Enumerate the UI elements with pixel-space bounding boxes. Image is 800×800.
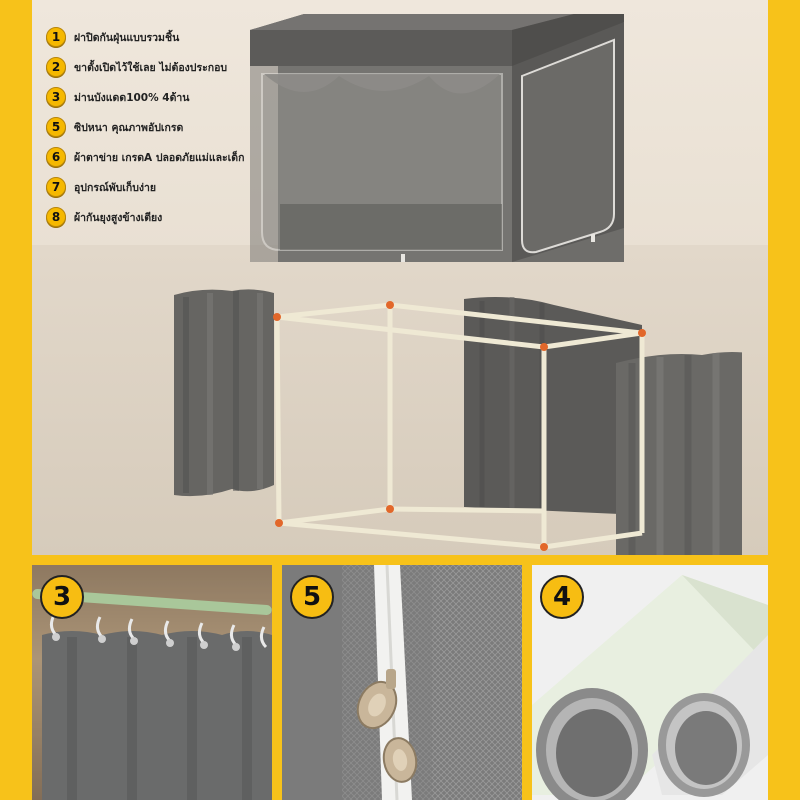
detail-panel-zipper: 5 (282, 565, 522, 800)
feature-item: 3 ม่านบังแดด100% 4ด้าน (46, 84, 261, 110)
number-badge: 5 (46, 117, 66, 137)
frame-curtain-illustration (162, 285, 762, 555)
feature-text: ฝาปิดกันฝุ่นแบบรวมชิ้น (74, 31, 180, 44)
feature-text: ซิปหนา คุณภาพอัปเกรด (74, 121, 184, 134)
feature-item: 5 ซิปหนา คุณภาพอัปเกรด (46, 114, 261, 140)
left-curtain (174, 289, 274, 497)
feature-item: 1 ฝาปิดกันฝุ่นแบบรวมชิ้น (46, 24, 261, 50)
number-badge: 6 (46, 147, 66, 167)
poles-svg (532, 565, 768, 800)
feature-text: อุปกรณ์พับเก็บง่าย (74, 181, 157, 194)
tent-canopy-svg (250, 14, 624, 262)
number-badge: 8 (46, 207, 66, 227)
hero-panel: 1 ฝาปิดกันฝุ่นแบบรวมชิ้น 2 ขาตั้งเปิดไว้… (32, 0, 768, 555)
front-right-curtain (616, 352, 762, 555)
frame-svg (174, 289, 762, 555)
feature-item: 2 ขาตั้งเปิดไว้ใช้เลย ไม่ต้องประกอบ (46, 54, 261, 80)
panel-number-badge: 4 (540, 575, 584, 619)
number-badge: 1 (46, 27, 66, 47)
detail-panel-curtain-rings: 3 (32, 565, 272, 800)
feature-item: 6 ผ้าตาข่าย เกรดA ปลอดภัยแม่และเด็ก (46, 144, 261, 170)
detail-panel-poles: 4 (532, 565, 768, 800)
zipper-svg (282, 565, 522, 800)
feature-text: ผ้าตาข่าย เกรดA ปลอดภัยแม่และเด็ก (74, 151, 245, 164)
feature-item: 7 อุปกรณ์พับเก็บง่าย (46, 174, 261, 200)
feature-text: ม่านบังแดด100% 4ด้าน (74, 91, 190, 104)
number-badge: 2 (46, 57, 66, 77)
panel-number-badge: 5 (290, 575, 334, 619)
number-badge: 3 (46, 87, 66, 107)
feature-item: 8 ผ้ากันยุงสูงข้างเตียง (46, 204, 261, 230)
feature-text: ผ้ากันยุงสูงข้างเตียง (74, 211, 163, 224)
panel-number-badge: 3 (40, 575, 84, 619)
curtain-ring-svg (32, 565, 272, 800)
feature-list: 1 ฝาปิดกันฝุ่นแบบรวมชิ้น 2 ขาตั้งเปิดไว้… (46, 24, 261, 234)
frame-joints (273, 301, 646, 551)
number-badge: 7 (46, 177, 66, 197)
bed-frame (274, 302, 645, 550)
feature-text: ขาตั้งเปิดไว้ใช้เลย ไม่ต้องประกอบ (74, 61, 228, 74)
tent-illustration (244, 14, 624, 264)
